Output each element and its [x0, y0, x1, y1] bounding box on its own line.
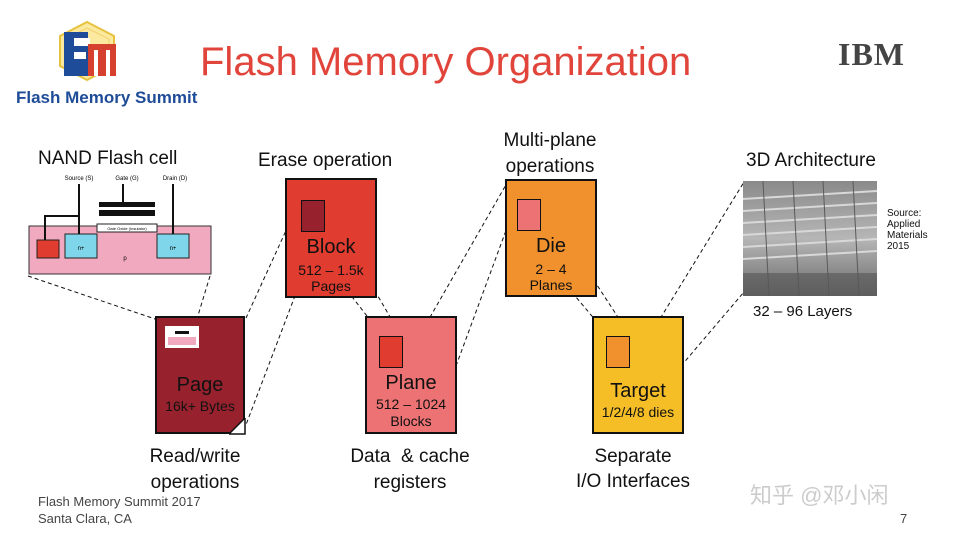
gate-label: Gate (G) [115, 176, 138, 182]
page-sub: 16k+ Bytes [165, 398, 235, 414]
target-die-marker [606, 336, 630, 368]
flash-memory-summit-logo [52, 20, 122, 87]
target-sub: 1/2/4/8 dies [601, 404, 675, 420]
readwrite-label-2: operations [150, 472, 240, 493]
block-sub2: Pages [311, 278, 351, 294]
fms-logo-icon [59, 20, 116, 82]
target-box: Target 1/2/4/8 dies [592, 316, 684, 434]
drain-region [156, 233, 190, 259]
source-note-line: Materials [887, 230, 928, 241]
connector-line [680, 291, 745, 367]
block-page-marker [301, 200, 325, 232]
multiplane-label-2: operations [505, 156, 595, 177]
n-left-label: n+ [78, 246, 85, 252]
watermark: 知乎 @邓小闲 [750, 483, 889, 508]
page-title: Flash Memory Organization [200, 40, 692, 84]
arch3d-label: 3D Architecture [746, 150, 876, 171]
page-name: Page [176, 374, 224, 396]
p-label: p [123, 256, 127, 262]
block-box: Block 512 – 1.5k Pages [285, 178, 377, 298]
p-plus-region [36, 239, 60, 259]
separate-label-1: Separate [594, 446, 672, 467]
target-name: Target [610, 380, 666, 402]
source-region [64, 233, 98, 259]
footer-line1: Flash Memory Summit 2017 [38, 494, 201, 509]
floating-gate [99, 202, 155, 207]
n-right-label: n+ [170, 246, 177, 252]
die-name: Die [535, 235, 566, 257]
die-sub2: Planes [529, 277, 573, 293]
plane-sub2: Blocks [390, 413, 432, 429]
connector-line [195, 275, 211, 323]
multiplane-label-1: Multi-plane [503, 130, 597, 151]
die-sub1: 2 – 4 [535, 261, 567, 277]
plane-sub1: 512 – 1024 [375, 396, 447, 412]
logo-text: Flash Memory Summit [16, 88, 198, 107]
readwrite-label-1: Read/write [149, 446, 241, 467]
source-note-line: 2015 [887, 241, 910, 252]
mini-cell-icon [165, 326, 199, 348]
source-note: Source: Applied Materials 2015 [887, 208, 947, 252]
datacache-label-1: Data & cache [350, 446, 470, 467]
datacache-label-2: registers [373, 472, 447, 493]
3d-architecture-image [743, 181, 877, 296]
drain-label: Drain (D) [163, 176, 187, 182]
plane-box: Plane 512 – 1024 Blocks [365, 316, 457, 434]
source-note-line: Source: [887, 208, 922, 219]
ibm-logo: IBM [838, 36, 905, 72]
die-box: Die 2 – 4 Planes [505, 179, 597, 297]
plane-block-marker [379, 336, 403, 368]
page-fold-icon [229, 418, 246, 435]
block-sub1: 512 – 1.5k [298, 262, 364, 278]
separate-label-2: I/O Interfaces [575, 471, 691, 492]
plane-name: Plane [385, 372, 437, 394]
source-label: Source (S) [65, 176, 94, 182]
layers-label: 32 – 96 Layers [753, 303, 853, 320]
gate-oxide [96, 223, 158, 233]
erase-label: Erase operation [258, 150, 393, 171]
die-plane-marker [517, 199, 541, 231]
control-gate [99, 210, 155, 216]
nand-cell-diagram: Source (S) Gate (G) Drain (D) Gate Oxide… [28, 176, 212, 275]
connector-line [539, 197, 630, 335]
footer-line2: Santa Clara, CA [38, 511, 132, 526]
source-note-line: Applied [887, 219, 921, 230]
nand-cell-label: NAND Flash cell [38, 148, 178, 169]
connector-line [27, 275, 165, 323]
block-name: Block [306, 236, 356, 258]
oxide-label: Gate Oxide (Insulator) [107, 226, 147, 231]
page-number: 7 [900, 511, 908, 526]
page-box: Page 16k+ Bytes [155, 316, 245, 434]
